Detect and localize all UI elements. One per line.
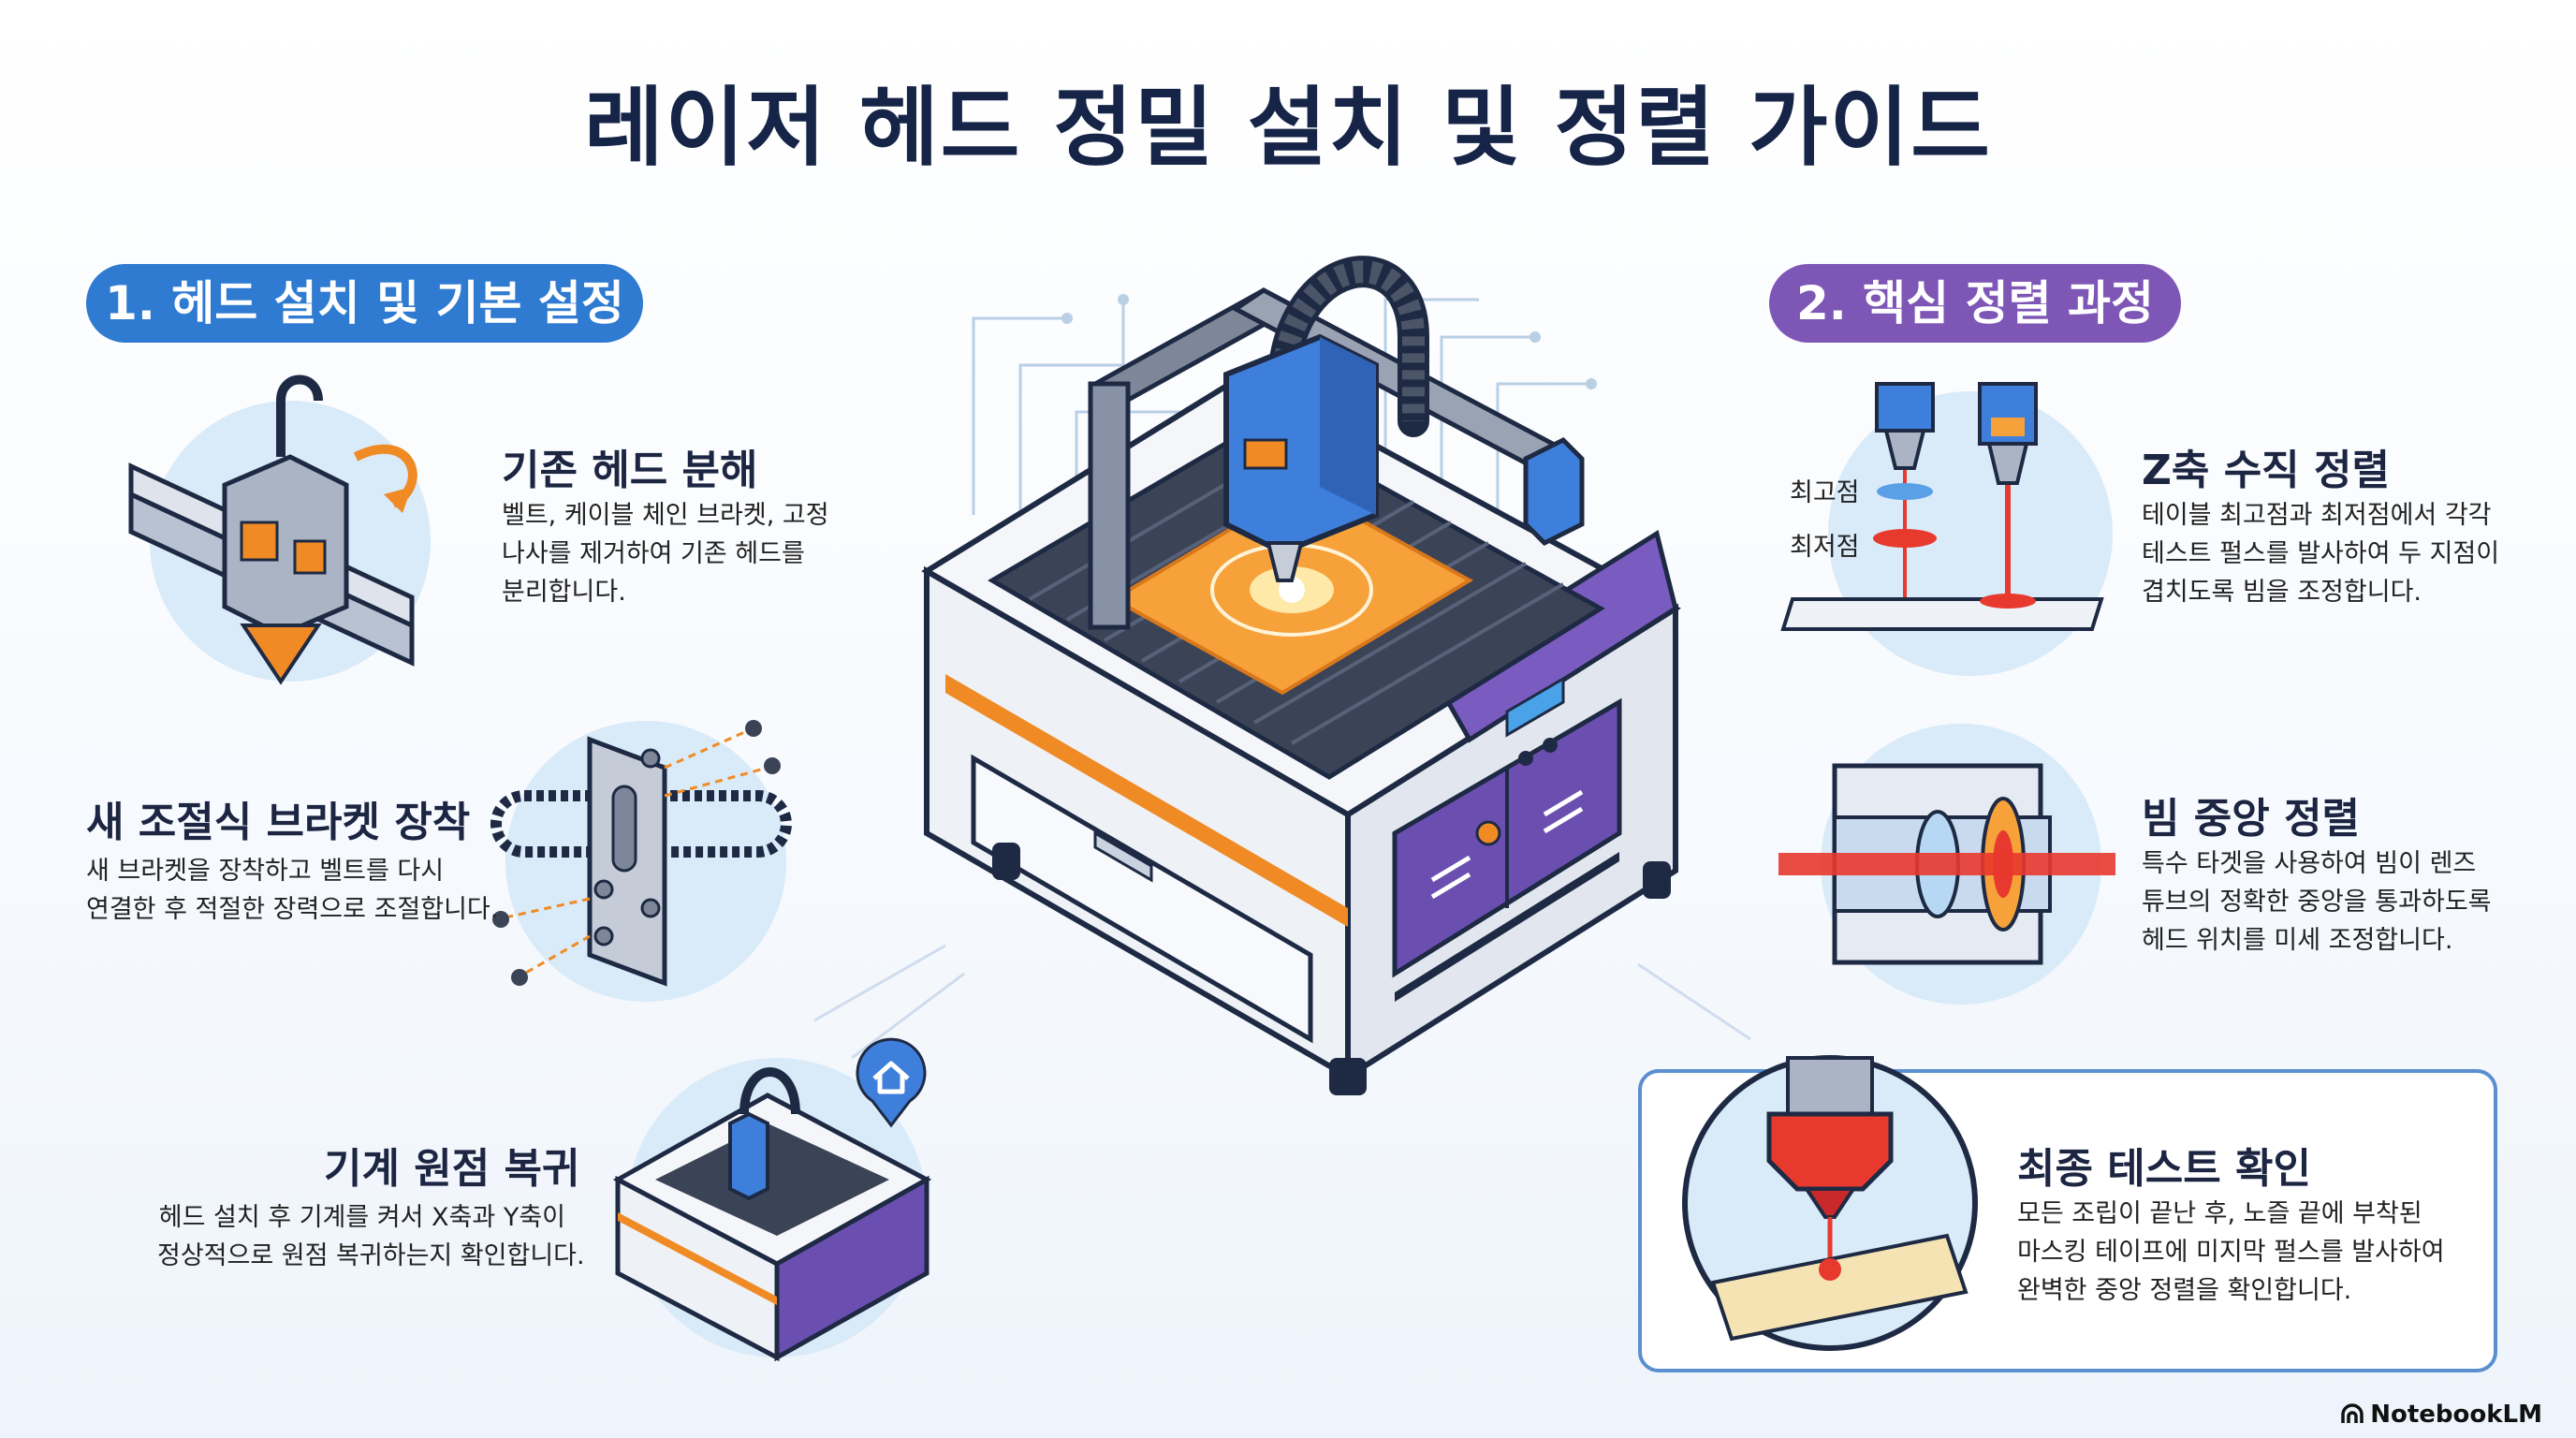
head-disassembly-illustration: [128, 374, 431, 685]
brand-watermark: NotebookLM: [2340, 1401, 2542, 1429]
step-disassemble-title: 기존 헤드 분해: [502, 447, 758, 494]
step-final-test-desc: 모든 조립이 끝난 후, 노즐 끝에 부착된 마스킹 테이프에 미지막 펄스를 …: [2017, 1199, 2445, 1305]
step-bracket-title: 새 조절식 브라켓 장착: [86, 799, 471, 846]
adjustable-bracket-illustration: [490, 720, 792, 1002]
callout-low-point: 최저점: [1790, 533, 1860, 562]
section-label-alignment: 2. 핵심 정렬 과정: [1769, 264, 2181, 343]
step-homing-desc: 헤드 설치 후 기계를 켜서 X축과 Y축이 정상적으로 원점 복귀하는지 확인…: [157, 1203, 585, 1270]
beam-center-target-illustration: [1778, 724, 2115, 1005]
step-beam-center-title: 빔 중앙 정렬: [2142, 795, 2361, 843]
callout-high-point: 최고점: [1790, 478, 1860, 507]
laser-engraver-machine-illustration: [813, 256, 1751, 1095]
step-z-axis-desc: 테이블 최고점과 최저점에서 각각 테스트 펄스를 발사하여 두 지점이 겹치도…: [2142, 501, 2500, 607]
z-axis-alignment-illustration: [1780, 382, 2113, 676]
notebooklm-logo-icon: [2341, 1403, 2364, 1423]
brand-name: NotebookLM: [2370, 1401, 2542, 1429]
step-z-axis-title: Z축 수직 정렬: [2142, 447, 2390, 494]
step-beam-center-desc: 특수 타겟을 사용하여 빔이 렌즈 튜브의 정확한 중앙을 통과하도록 헤드 위…: [2142, 849, 2492, 955]
step-disassemble-desc: 벨트, 케이블 체인 브라켓, 고정 나사를 제거하여 기존 헤드를 분리합니다…: [502, 501, 829, 607]
step-homing-title: 기계 원점 복귀: [324, 1145, 580, 1193]
page-title: 레이저 헤드 정밀 설치 및 정렬 가이드: [584, 78, 1992, 178]
home-icon: [856, 1037, 927, 1128]
step-bracket-desc: 새 브라켓을 장착하고 벨트를 다시 연결한 후 적절한 장력으로 조절합니다.: [86, 857, 499, 924]
nozzle-tape-test-illustration: [1682, 1055, 1978, 1351]
step-final-test-title: 최종 테스트 확인: [2017, 1145, 2311, 1193]
homing-machine-illustration: [612, 1058, 932, 1362]
section-label-setup: 1. 헤드 설치 및 기본 설정: [86, 264, 643, 343]
